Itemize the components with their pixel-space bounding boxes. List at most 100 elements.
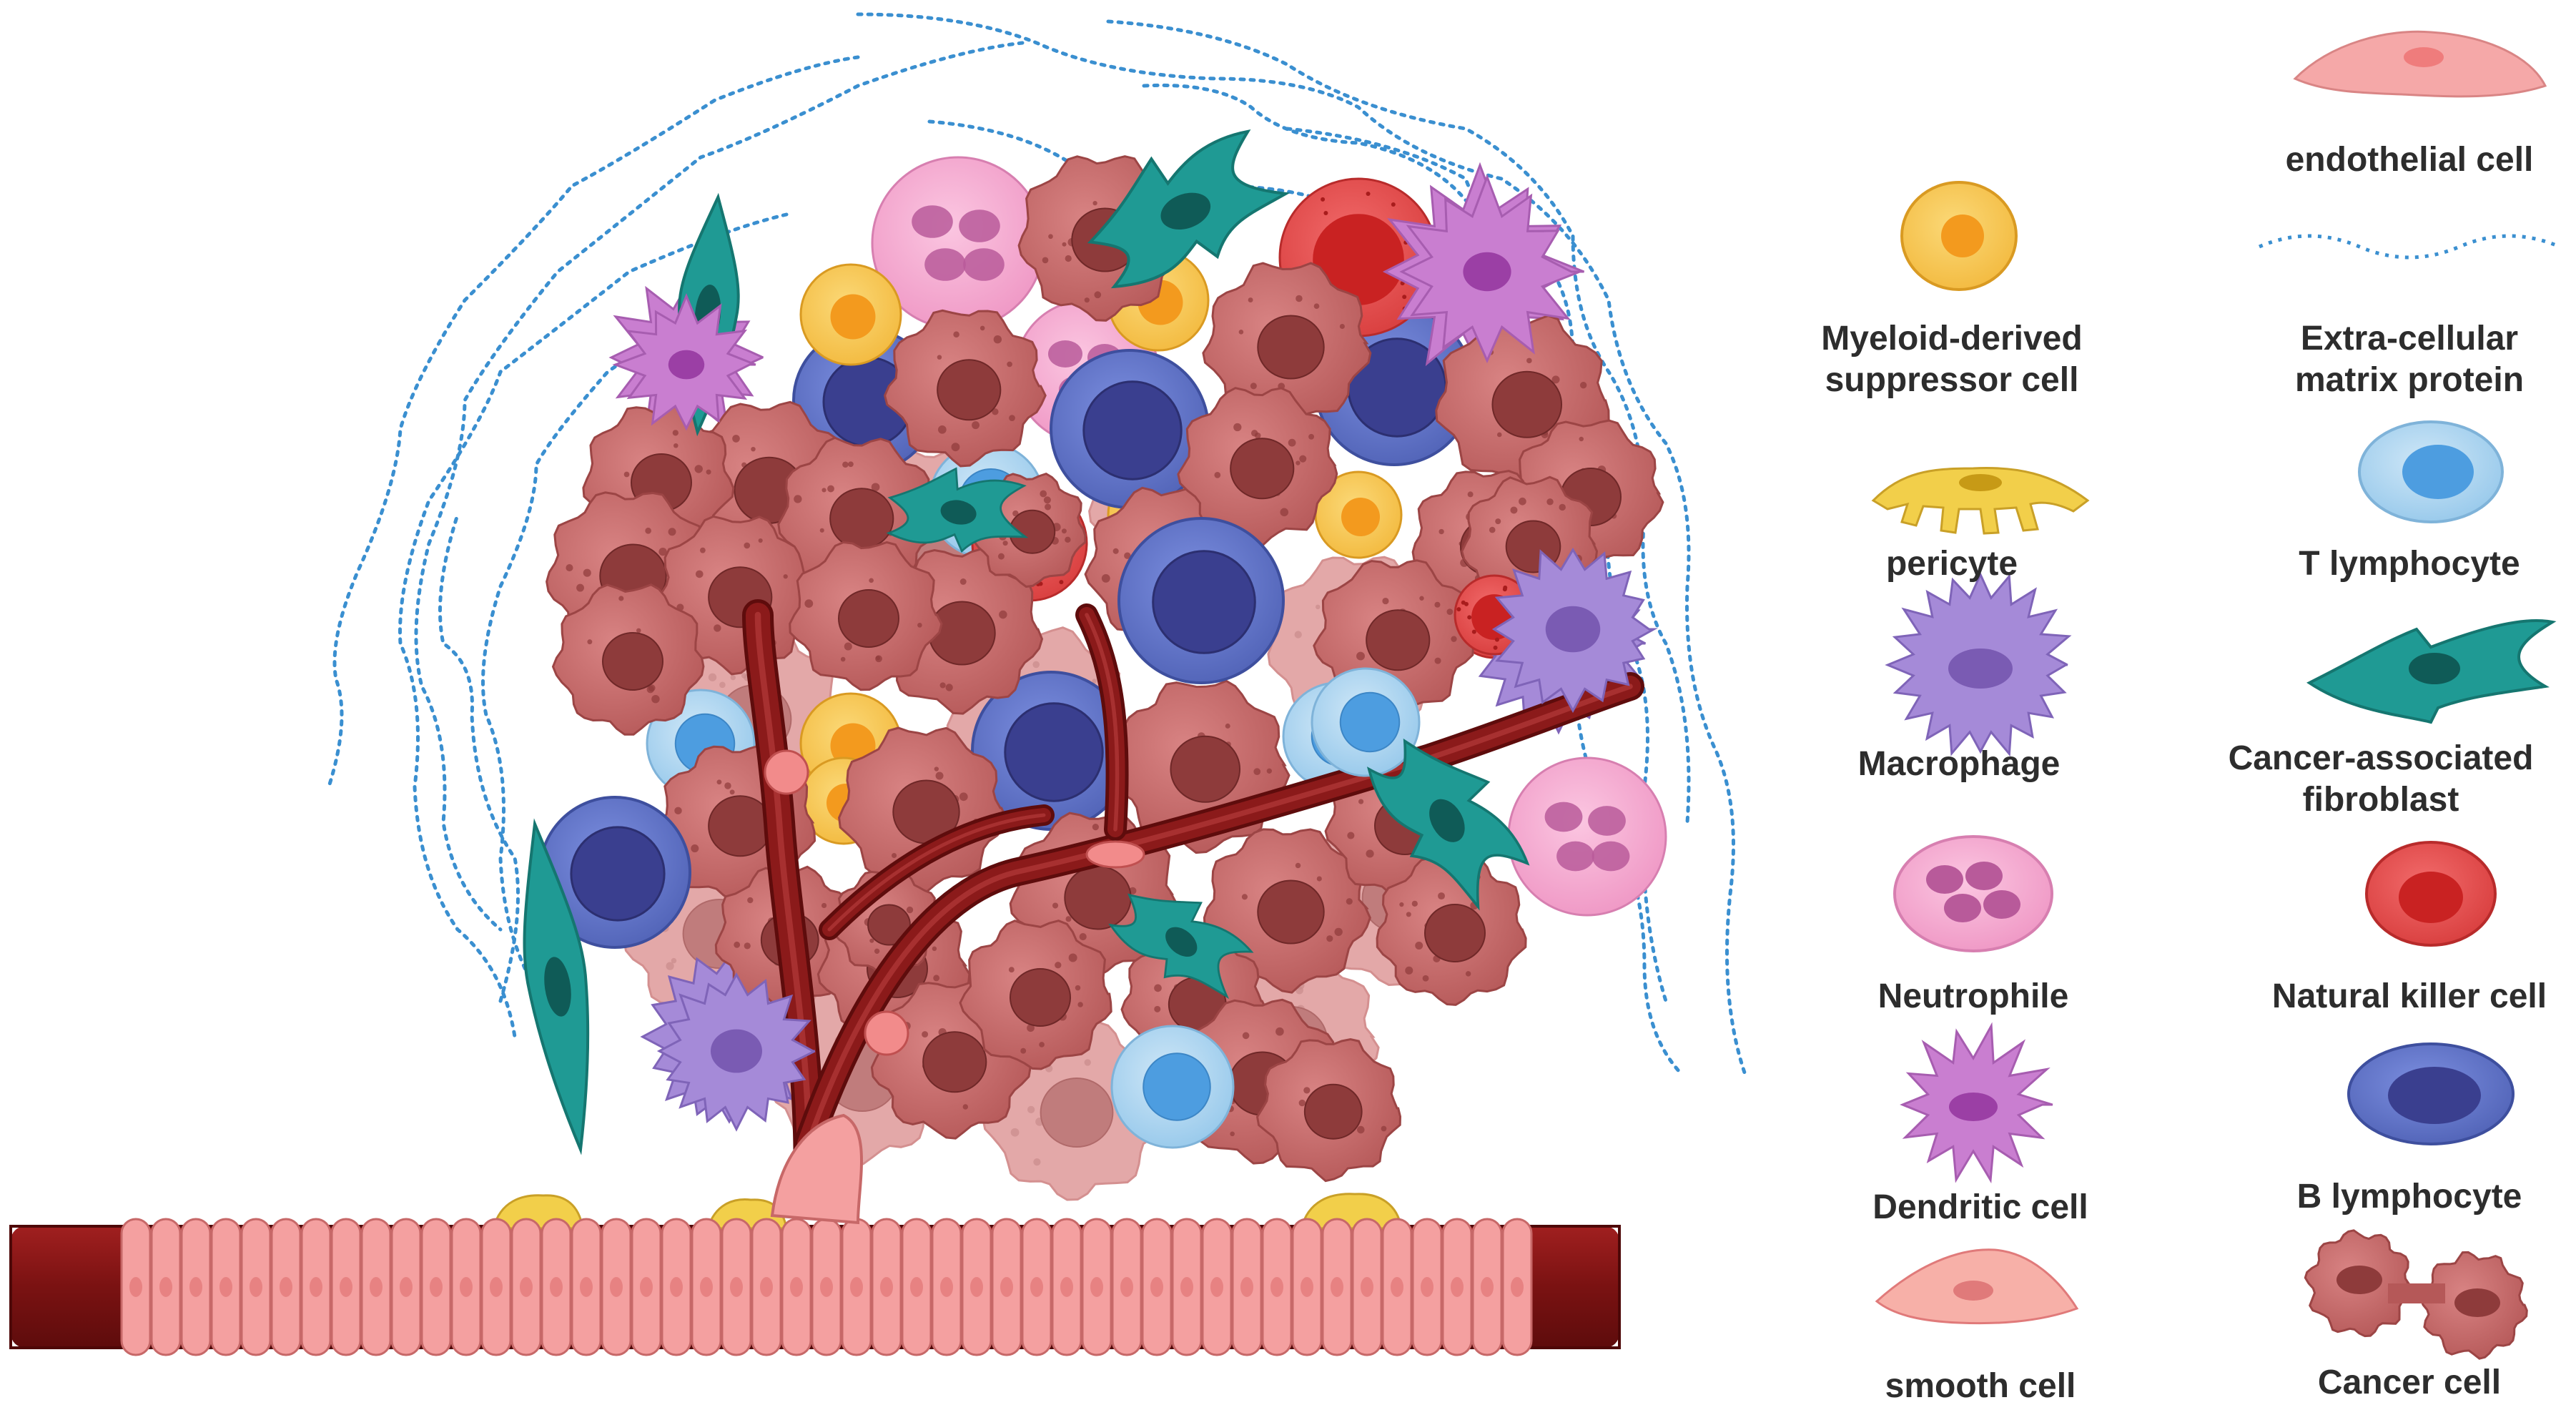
vessel-wall-nucleus: [1030, 1277, 1043, 1297]
vessel-wall-nucleus: [370, 1277, 383, 1297]
ecm-fiber: [856, 12, 1747, 1075]
tumor-blood-vessels: [742, 599, 1644, 1217]
b-lymphocyte: [1117, 517, 1285, 684]
mdsc-cell: [1314, 470, 1403, 559]
vessel-wall-nucleus: [219, 1277, 232, 1297]
red-blood-cell: [1085, 840, 1145, 869]
vessel-wall-nucleus: [1391, 1277, 1403, 1297]
vessel-wall-nucleus: [550, 1277, 563, 1297]
legend-label-t-lymphocyte: T lymphocyte: [2299, 545, 2520, 583]
dendritic-nucleus: [1949, 1093, 1998, 1121]
vessel-highlight: [754, 611, 812, 1205]
cancer-cell-nucleus: [2336, 1266, 2382, 1294]
dendritic-cell: [1399, 174, 1581, 364]
vessel-sprout: [770, 1113, 863, 1225]
vessel-wall-nucleus: [129, 1277, 142, 1297]
vessel-wall-nucleus: [1090, 1277, 1103, 1297]
vessel-wall-nucleus: [940, 1277, 953, 1297]
vessel-wall-nucleus: [460, 1277, 473, 1297]
t-lymphocyte-nucleus: [2402, 445, 2474, 499]
legend-icons: [1871, 30, 2560, 1360]
vessel-wall-nucleus: [880, 1277, 893, 1297]
ecm-fiber: [438, 513, 520, 1003]
neutrophile-icon: [1893, 835, 2053, 952]
b-lymphocyte-nucleus: [2388, 1067, 2481, 1124]
neutrophile-lobe: [1944, 894, 1981, 922]
vessel-wall-nucleus: [1180, 1277, 1193, 1297]
vessel-wall-nucleus: [910, 1277, 923, 1297]
neutrophile-lobe: [1926, 865, 1963, 894]
b-lymphocyte: [538, 796, 691, 949]
red-blood-cell: [764, 749, 809, 795]
pericyte: [1300, 1193, 1403, 1230]
vessel-wall-nucleus: [310, 1277, 322, 1297]
vessel-wall-nucleus: [159, 1277, 172, 1297]
vessel-wall-nucleus: [1301, 1277, 1313, 1297]
cancer-cell: [838, 726, 1007, 893]
vessel-wall-nucleus: [1331, 1277, 1343, 1297]
cancer-cell: [1202, 262, 1372, 429]
cancer-cell: [789, 541, 943, 691]
legend-label-macrophage: Macrophage: [1857, 745, 2061, 783]
caf-cell: [1087, 129, 1291, 289]
ecm-fiber: [481, 298, 717, 1003]
cancer-cell: [884, 309, 1047, 468]
vessel-wall-nucleus: [1120, 1277, 1133, 1297]
pericyte-nucleus: [1959, 474, 2002, 491]
nk-cell-nucleus: [2399, 872, 2463, 923]
vessel-wall-nucleus: [189, 1277, 202, 1297]
ecm-fiber: [414, 41, 1025, 932]
foreground-cells: [523, 129, 1667, 1155]
legend-label-pericyte: pericyte: [1885, 545, 2018, 583]
neutrophile-cell: [1507, 756, 1667, 917]
vessel-wall-nucleus: [1240, 1277, 1253, 1297]
vessel-wall-nucleus: [490, 1277, 503, 1297]
cancer-cell: [1255, 1037, 1402, 1183]
ecm-fiber: [398, 212, 789, 1039]
neutrophile-lobe: [1965, 862, 2003, 890]
t-lymphocyte: [1110, 1025, 1235, 1149]
smooth-cell-nucleus: [1953, 1281, 1993, 1301]
ecm-fiber: [1142, 83, 1468, 202]
legend-label-nk-cell: Natural killer cell: [2271, 977, 2547, 1015]
caf-cell: [1366, 738, 1530, 911]
vessel-wall-nucleus: [730, 1277, 743, 1297]
vessel-wall-nucleus: [1421, 1277, 1433, 1297]
vessel-wall-nucleus: [820, 1277, 833, 1297]
macrophage-cell: [656, 972, 816, 1132]
ecm-fiber: [327, 55, 860, 789]
legend-label-neutrophile: Neutrophile: [1877, 977, 2069, 1015]
neutrophile-cell: [871, 156, 1045, 330]
red-blood-cell: [864, 1010, 909, 1056]
cancer-cell: [1177, 387, 1338, 546]
vessel-highlight: [827, 813, 1046, 932]
vessel-wall-nucleus: [1000, 1277, 1013, 1297]
vessel-wall-nucleus: [280, 1277, 292, 1297]
mdsc-nucleus: [1941, 215, 1984, 257]
vessel-wall-nucleus: [1481, 1277, 1494, 1297]
caf-cell: [1108, 893, 1254, 1000]
cancer-cell: [1376, 854, 1527, 1006]
caf-cell-elongated: [523, 818, 590, 1155]
legend-label-dendritic: Dendritic cell: [1872, 1188, 2088, 1226]
vessel-wall-nucleus: [1060, 1277, 1073, 1297]
vessel-highlight: [1085, 613, 1120, 832]
vessel-wall-nucleus: [850, 1277, 863, 1297]
legend-label-caf: Cancer-associated fibroblast: [2228, 739, 2534, 819]
mdsc-cell: [799, 263, 902, 366]
vessel-wall-nucleus: [580, 1277, 593, 1297]
dendritic-cell: [612, 293, 756, 431]
cancer-cell: [959, 919, 1112, 1070]
vessel-wall-nucleus: [1361, 1277, 1373, 1297]
macrophage-nucleus: [1948, 649, 2013, 689]
t-lymphocyte: [1311, 667, 1421, 777]
vessel-wall-nucleus: [640, 1277, 653, 1297]
cancer-cell-bridge: [2388, 1283, 2445, 1303]
neutrophile-lobe: [1983, 890, 2020, 919]
legend-label-b-lymphocyte: B lymphocyte: [2296, 1178, 2522, 1216]
vessel-wall-nucleus: [430, 1277, 443, 1297]
vessel-wall-nucleus: [670, 1277, 683, 1297]
legend-label-mdsc: Myeloid-derived suppressor cell: [1821, 320, 2083, 399]
cancer-cell-nucleus: [2454, 1288, 2500, 1317]
